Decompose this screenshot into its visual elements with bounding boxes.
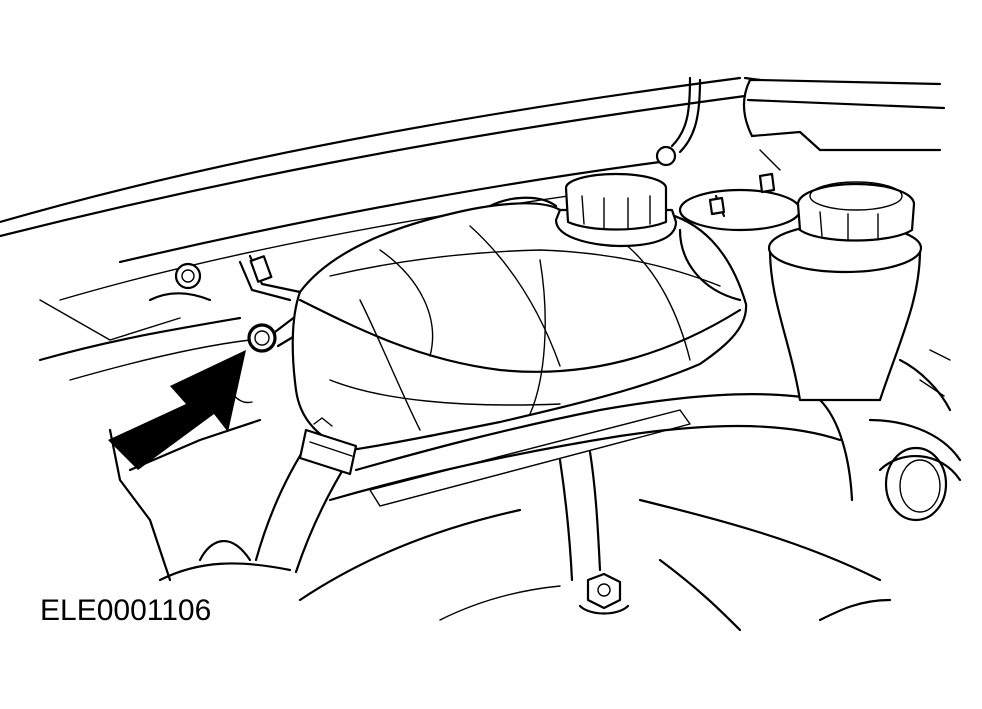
bleed-nipple [238, 254, 302, 353]
hood-prop-rod [655, 76, 702, 167]
right-reservoir [678, 78, 962, 522]
pointer-arrow [108, 350, 246, 470]
coolant-expansion-tank [291, 196, 748, 452]
front-crossmember [298, 393, 892, 632]
figure-reference-label: ELE0001106 [40, 594, 212, 627]
tank-cap [554, 172, 678, 248]
hood-edge-lines [0, 76, 762, 341]
left-fender-structure [38, 262, 292, 582]
crossmember-bolt [578, 572, 630, 615]
lower-hose [254, 417, 358, 574]
